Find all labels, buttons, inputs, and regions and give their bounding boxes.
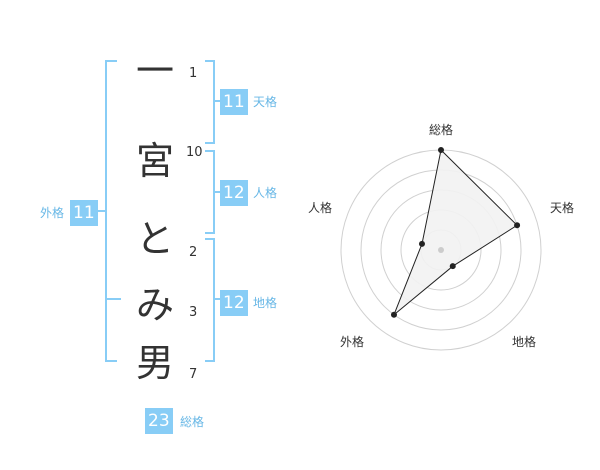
stroke-count-3: 2 xyxy=(189,245,198,260)
chikaku-bracket xyxy=(205,238,215,362)
radar-score-point xyxy=(418,240,425,247)
chikaku-value-badge: 12 xyxy=(220,290,248,316)
tenkaku-label: 天格 xyxy=(253,95,278,109)
radar-score-polygon xyxy=(393,148,518,316)
soukaku-value-badge: 23 xyxy=(145,408,173,434)
name-char-3: と xyxy=(135,217,174,261)
radar-axis-label-jinkaku: 人格 xyxy=(308,200,332,215)
stroke-count-2: 10 xyxy=(186,145,203,160)
gaikaku-label: 外格 xyxy=(40,206,65,220)
tenkaku-bracket-tick xyxy=(213,100,221,102)
tenkaku-bracket xyxy=(205,60,215,144)
radar-score-point xyxy=(449,263,456,270)
radar-axis-label-chikaku: 地格 xyxy=(512,334,536,349)
gaikaku-bracket-tick xyxy=(97,210,105,212)
radar-score-point xyxy=(390,311,397,318)
stroke-count-5: 7 xyxy=(189,367,198,382)
radar-score-points xyxy=(390,147,521,318)
tenkaku-value-badge: 11 xyxy=(220,89,248,115)
jinkaku-bracket-tick xyxy=(213,191,221,193)
name-column: 一 宮 と み 男 xyxy=(125,40,225,390)
jinkaku-value-badge: 12 xyxy=(220,180,248,206)
radar-axis-label-gaikaku: 外格 xyxy=(340,334,364,349)
gaikaku-value-badge: 11 xyxy=(70,200,98,226)
name-char-4: み xyxy=(135,283,174,327)
name-char-2: 宮 xyxy=(135,139,174,183)
stroke-count-1: 1 xyxy=(189,66,198,81)
stroke-count-4: 3 xyxy=(189,305,198,320)
radar-axis-label-tenkaku: 天格 xyxy=(550,200,574,215)
chikaku-bracket-tick xyxy=(213,298,221,300)
chikaku-label: 地格 xyxy=(253,296,278,310)
radar-score-point xyxy=(438,147,444,153)
soukaku-label: 総格 xyxy=(180,415,205,429)
radar-score-point xyxy=(514,222,521,229)
radar-axis-label-soukaku: 総格 xyxy=(429,122,453,137)
name-char-5: 男 xyxy=(135,341,174,385)
radar-chart: 総格 天格 地格 外格 人格 xyxy=(308,122,574,351)
radar-center-dot xyxy=(438,247,444,253)
gaikaku-bracket xyxy=(105,60,117,362)
jinkaku-label: 人格 xyxy=(253,186,278,200)
gaikaku-divider-tick xyxy=(107,298,121,300)
name-char-1: 一 xyxy=(135,49,174,93)
